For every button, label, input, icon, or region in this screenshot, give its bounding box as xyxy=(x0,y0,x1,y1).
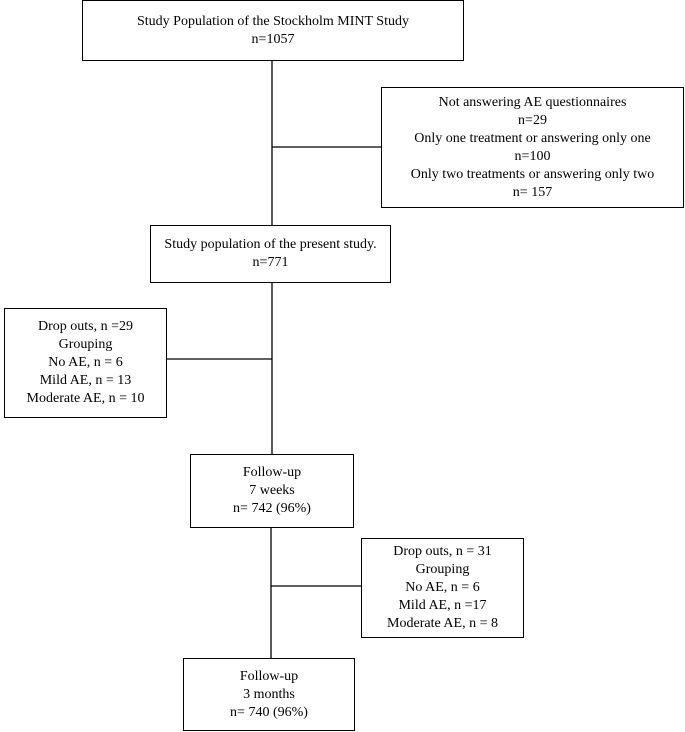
dropouts-box-1-line: Moderate AE, n = 10 xyxy=(26,391,145,406)
excluded-box-line: n= 157 xyxy=(512,184,553,200)
followup-3-months-box-line: 3 months xyxy=(243,686,295,702)
study-population-box: Study Population of the Stockholm MINT S… xyxy=(82,0,464,61)
excluded-box-line: n=100 xyxy=(514,148,551,164)
excluded-box-line: Only two treatments or answering only tw… xyxy=(410,166,655,182)
followup-7-weeks-box-line: Follow-up xyxy=(242,465,302,480)
dropouts-box-2-line: Drop outs, n = 31 xyxy=(393,544,492,559)
excluded-box-line: n=29 xyxy=(518,112,547,128)
followup-7-weeks-box-line: n= 742 (96%) xyxy=(233,501,311,516)
excluded-box-line: Not answering AE questionnaires xyxy=(438,94,627,110)
dropouts-box-1-line: Drop outs, n =29 xyxy=(37,319,133,334)
dropouts-box-2-line: Moderate AE, n = 8 xyxy=(387,616,498,631)
followup-3-months-box-line: n= 740 (96%) xyxy=(230,704,308,720)
present-study-box-line: Study population of the present study. xyxy=(164,237,377,252)
excluded-box-line: Only one treatment or answering only one xyxy=(414,130,651,146)
present-study-box-line: n=771 xyxy=(252,255,289,270)
dropouts-box-2: Drop outs, n = 31 Grouping No AE, n = 6 Mil… xyxy=(361,538,524,638)
followup-3-months-box: Follow-up 3 months n= 740 (96%) xyxy=(183,658,355,731)
study-population-box-line: n=1057 xyxy=(251,31,295,47)
dropouts-box-2-line: Mild AE, n =17 xyxy=(398,598,487,613)
dropouts-box-2-line: Grouping xyxy=(415,562,470,577)
dropouts-box-1-line: Mild AE, n = 13 xyxy=(39,373,132,388)
followup-7-weeks-box: Follow-up 7 weeks n= 742 (96%) xyxy=(190,454,354,528)
dropouts-box-1-line: Grouping xyxy=(58,337,113,352)
dropouts-box-1-line: No AE, n = 6 xyxy=(48,355,123,370)
dropouts-box-2-line: No AE, n = 6 xyxy=(405,580,480,595)
followup-3-months-box-line: Follow-up xyxy=(239,668,299,684)
followup-7-weeks-box-line: 7 weeks xyxy=(249,483,295,498)
present-study-box: Study population of the present study. n=… xyxy=(150,225,391,283)
study-population-box-line: Study Population of the Stockholm MINT S… xyxy=(137,13,409,29)
